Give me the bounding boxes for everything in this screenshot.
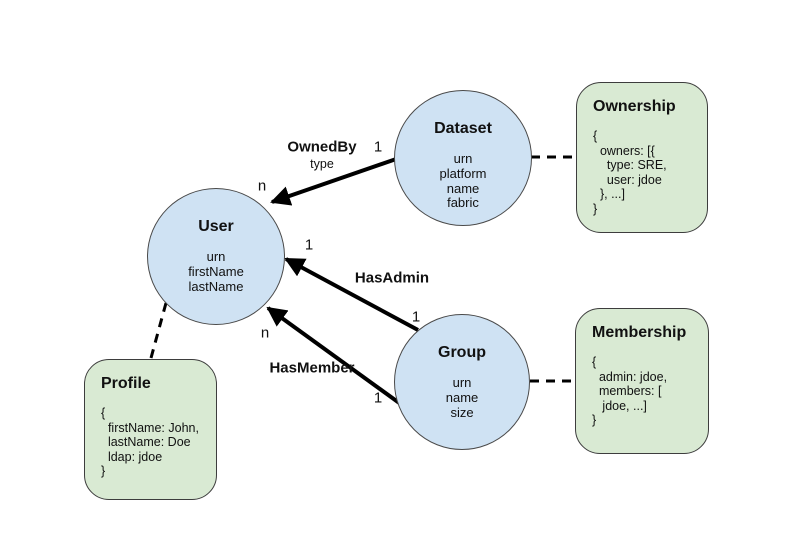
entity-attributes: urn platform name fabric xyxy=(439,151,487,211)
entity-title: User xyxy=(198,218,234,235)
hasmember-target-cardinality-label: n xyxy=(260,324,270,342)
hasadmin-source-cardinality-label: 1 xyxy=(411,308,421,326)
entity-attribute: firstName xyxy=(188,263,244,279)
aspect-code-line: } xyxy=(592,413,597,427)
aspect-code-line: members: [ xyxy=(592,384,662,398)
aspect-code-line: type: SRE, xyxy=(593,158,667,172)
entity-attributes: urn name size xyxy=(445,375,479,420)
aspect-code-line: firstName: John, xyxy=(101,420,199,435)
entity-attribute: urn xyxy=(453,151,473,166)
entity-attributes: urn firstName lastName xyxy=(188,249,244,294)
aspect-code-line: owners: [{ xyxy=(593,143,655,158)
ownedby-source-cardinality-label: 1 xyxy=(373,138,383,156)
entity-attribute: name xyxy=(446,180,480,196)
aspect-code-line: { xyxy=(592,355,597,369)
entity-attribute: size xyxy=(450,404,474,420)
entity-attribute: urn xyxy=(206,249,226,264)
aspect-code-line: } xyxy=(593,201,598,216)
hasmember-arrow xyxy=(266,306,422,420)
hasadmin-target-cardinality-label: 1 xyxy=(304,236,314,254)
aspect-code-line: jdoe, ...] xyxy=(592,398,647,413)
aspect-code-line: { xyxy=(101,406,106,420)
aspect-code-line: lastName: Doe xyxy=(101,435,191,449)
entity-title: Group xyxy=(438,344,486,361)
entity-attribute: name xyxy=(445,389,479,405)
aspect-code-line: admin: jdoe, xyxy=(592,369,668,384)
entity-attribute: lastName xyxy=(188,278,244,294)
hasmember-relationship-label: HasMember xyxy=(269,359,355,377)
aspect-code-line: ldap: jdoe xyxy=(101,449,163,464)
ownedby-attribute-label: type xyxy=(310,157,334,171)
aspect-ownership: Ownership { owners: [{ type: SRE, user: … xyxy=(576,82,708,233)
aspect-code-line: user: jdoe xyxy=(593,172,662,187)
aspect-membership: Membership { admin: jdoe, members: [ jdo… xyxy=(575,308,709,454)
aspect-code-block: { firstName: John, lastName: Doe ldap: j… xyxy=(101,406,208,479)
entity-attribute: urn xyxy=(452,375,472,390)
hasadmin-relationship-label: HasAdmin xyxy=(354,269,430,287)
aspect-code-block: { owners: [{ type: SRE, user: jdoe }, ..… xyxy=(593,129,699,216)
user-profile-dashed-link xyxy=(149,302,168,359)
entity-attribute: fabric xyxy=(447,195,479,211)
aspect-code-line: { xyxy=(593,129,598,143)
aspect-profile: Profile { firstName: John, lastName: Doe… xyxy=(84,359,217,500)
ownedby-relationship-label: OwnedBy xyxy=(287,138,357,156)
ownedby-arrow xyxy=(270,155,403,206)
aspect-title: Ownership xyxy=(593,98,676,115)
entity-dataset: Dataset urn platform name fabric xyxy=(394,90,532,226)
entity-user: User urn firstName lastName xyxy=(147,188,285,325)
aspect-code-line: } xyxy=(101,464,106,478)
entity-title: Dataset xyxy=(434,120,492,137)
hasmember-source-cardinality-label: 1 xyxy=(373,389,383,407)
aspect-code-block: { admin: jdoe, members: [ jdoe, ...] } xyxy=(592,355,700,428)
aspect-title: Membership xyxy=(592,324,687,341)
aspect-title: Profile xyxy=(101,375,151,392)
hasadmin-arrow xyxy=(284,257,419,332)
aspect-code-line: }, ...] xyxy=(593,187,625,201)
entity-attribute: platform xyxy=(439,165,487,181)
entity-group: Group urn name size xyxy=(394,314,530,450)
ownedby-target-cardinality-label: n xyxy=(257,177,267,195)
